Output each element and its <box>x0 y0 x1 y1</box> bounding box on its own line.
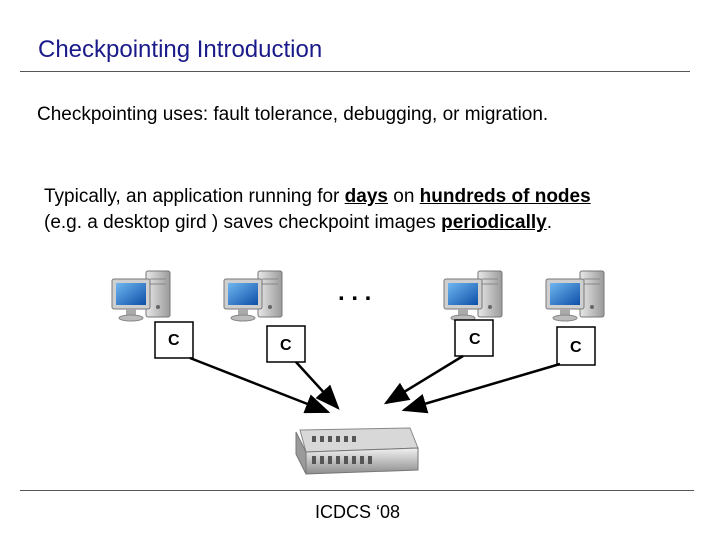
checkpoint-image-box: C <box>154 321 194 359</box>
checkpoint-arrow <box>295 361 340 410</box>
title-divider <box>20 71 690 72</box>
checkpoint-image-box: C <box>266 325 306 363</box>
checkpoint-arrow <box>383 354 464 405</box>
server-icon <box>295 427 419 475</box>
desktop-computer-icon <box>111 270 171 322</box>
emphasis-days: days <box>344 186 388 207</box>
emphasis-periodically: periodically <box>441 212 547 233</box>
checkpoint-label: C <box>570 339 582 356</box>
checkpoint-arrow <box>189 356 331 414</box>
checkpoint-image-box: C <box>454 319 494 357</box>
checkpoint-label: C <box>168 332 180 349</box>
footer-text: ICDCS ‘08 <box>315 502 401 522</box>
description-text: (e.g. a desktop gird ) saves checkpoint … <box>44 212 442 233</box>
desktop-computer-icon <box>545 270 605 322</box>
description-line-1: Typically, an application running for da… <box>44 184 591 210</box>
desktop-computer-icon <box>223 270 283 322</box>
checkpoint-label: C <box>280 337 292 354</box>
slide-title: Checkpointing Introduction <box>38 36 323 63</box>
description-text: on <box>387 186 420 207</box>
checkpoint-image-box: C <box>556 326 596 366</box>
description-line-2: (e.g. a desktop gird ) saves checkpoint … <box>44 210 552 236</box>
emphasis-hundreds-of-nodes: hundreds of nodes <box>419 186 591 207</box>
description-text: Typically, an application running for <box>44 186 345 207</box>
footer-divider <box>20 490 694 491</box>
checkpoint-arrow <box>401 362 561 414</box>
desktop-computer-icon <box>443 270 503 322</box>
checkpoint-label: C <box>469 331 481 348</box>
checkpoint-uses-text: Checkpointing uses: fault tolerance, deb… <box>37 104 549 125</box>
description-text: . <box>546 212 552 233</box>
ellipsis: . . . <box>338 279 371 306</box>
